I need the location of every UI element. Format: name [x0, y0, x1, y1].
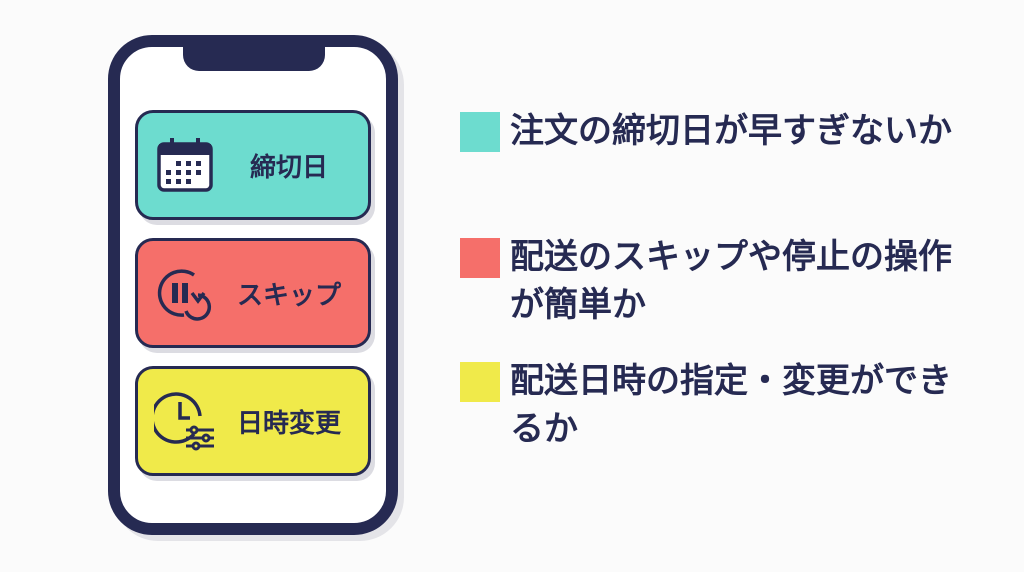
clock-settings-icon: [150, 390, 220, 452]
red-swatch: [460, 238, 500, 278]
legend-text: 配送日時の指定・変更ができるか: [510, 361, 952, 449]
legend-item: 配送のスキップや停止の操作が簡単か: [460, 237, 960, 329]
yellow-swatch: [460, 362, 500, 402]
pause-skip-icon: [150, 265, 220, 321]
smartphone: 締切日 スキップ 日時変更: [108, 35, 398, 535]
teal-swatch: [460, 112, 500, 152]
button-label: 日時変更: [236, 408, 341, 439]
button-label: スキップ: [236, 280, 341, 311]
legend-item: 注文の締切日が早すぎないか: [460, 111, 960, 155]
skip-button[interactable]: スキップ: [135, 238, 371, 348]
calendar-icon: [150, 136, 220, 194]
phone-notch: [183, 45, 325, 71]
button-label: 締切日: [249, 152, 328, 183]
legend-text: 注文の締切日が早すぎないか: [510, 111, 952, 151]
legend-text: 配送のスキップや停止の操作が簡単か: [510, 237, 952, 325]
legend-item: 配送日時の指定・変更ができるか: [460, 361, 960, 453]
deadline-button[interactable]: 締切日: [135, 110, 371, 220]
change-datetime-button[interactable]: 日時変更: [135, 366, 371, 476]
